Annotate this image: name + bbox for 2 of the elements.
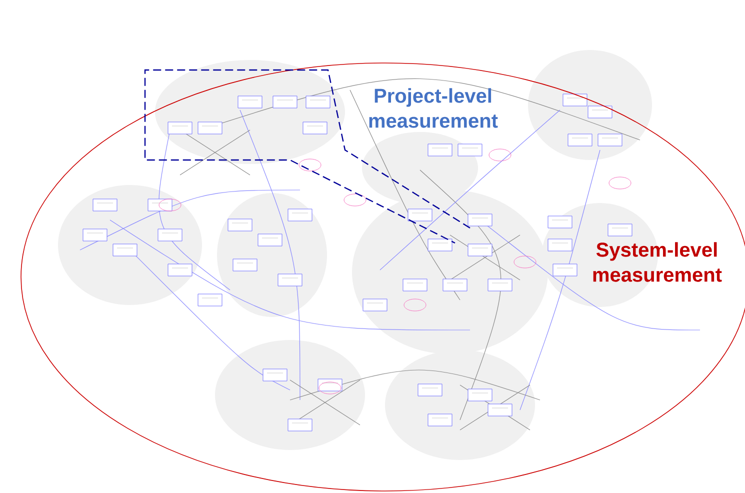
region-label: System-level measurement [593, 242, 722, 282]
region-label: Project-level measurement [369, 88, 498, 128]
